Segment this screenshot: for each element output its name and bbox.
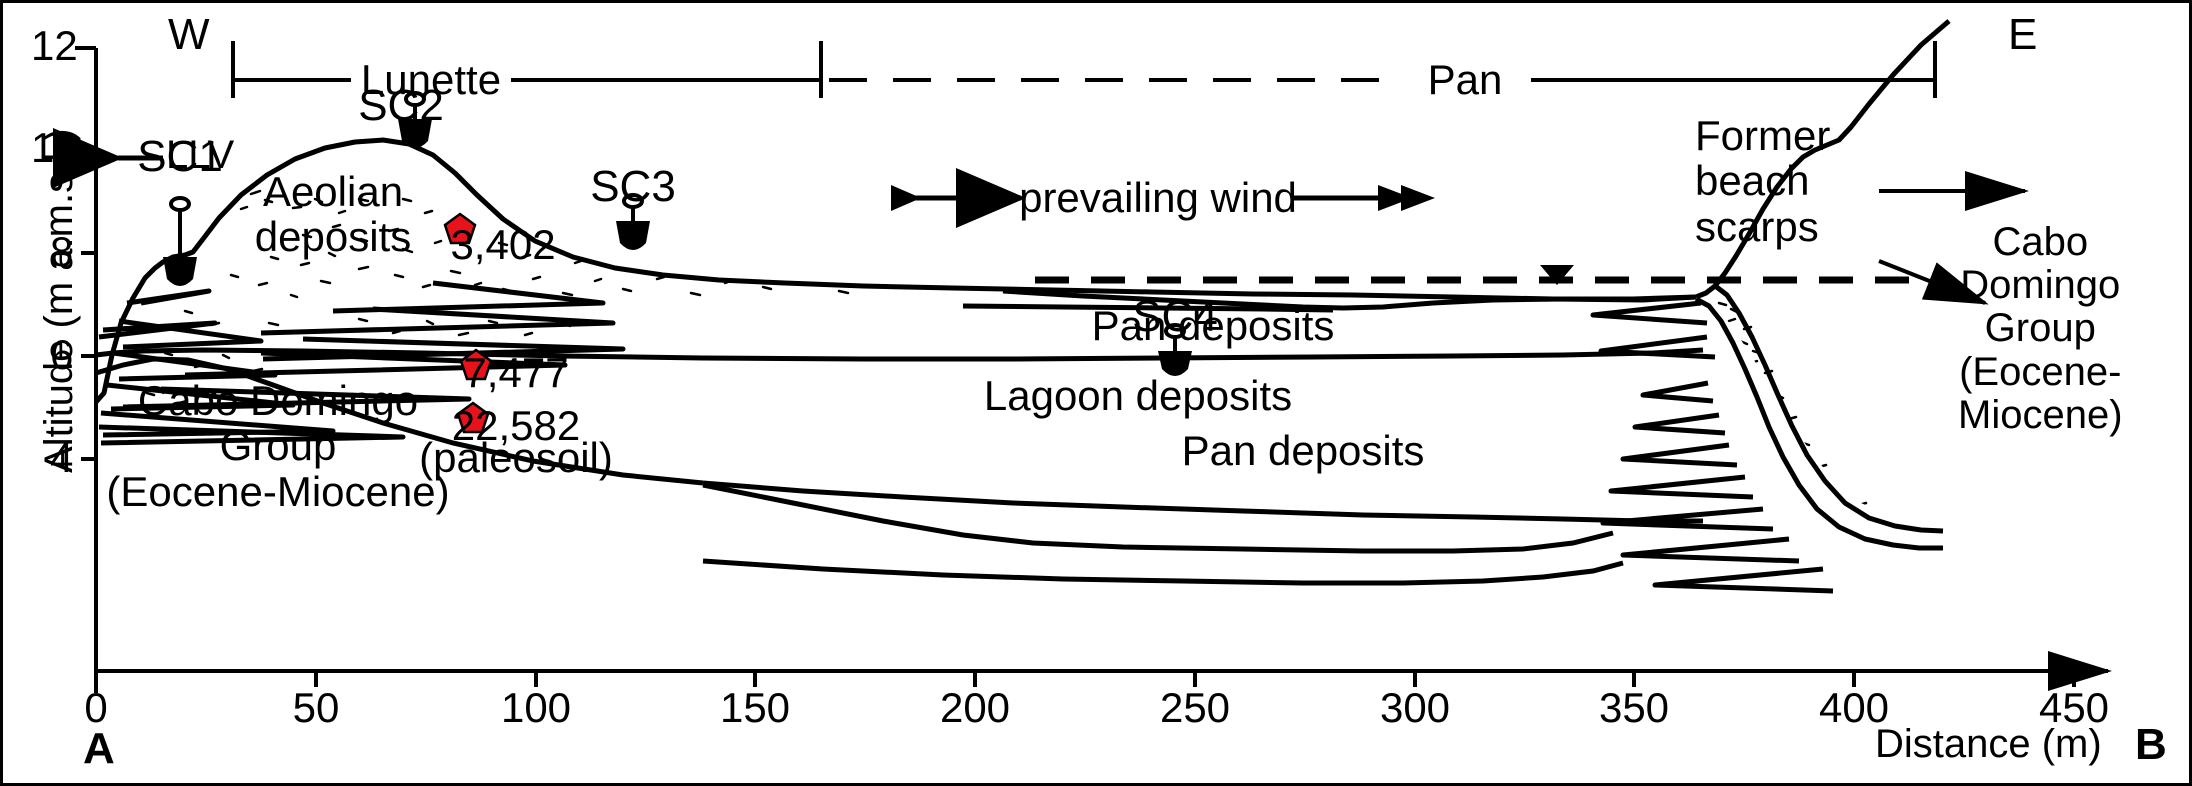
x-tick-150: 150 [719,684,791,731]
x-tick-250: 250 [1159,684,1231,731]
topographic-surface [94,137,1697,404]
x-tick-100: 100 [500,684,572,731]
core-symbol-sc4 [1158,323,1192,376]
date-marker-22582 [456,401,490,434]
date-label-22582: 22,582 [451,402,581,449]
water-table-line [1035,265,1923,285]
core-symbol-sc2 [398,91,432,148]
compass-west: W [168,10,210,59]
core-label-sc3: SC3 [590,162,676,211]
unit-label-pan-deposits-lower: Pan deposits [1181,427,1425,474]
date-note-22582: (paleosoil) [419,434,613,481]
zone-bracket [231,41,1937,98]
core-symbol-sc3 [616,193,650,250]
x-tick-400: 400 [1818,684,1890,731]
x-axis [94,651,2112,693]
unit-label-lagoon-deposits: Lagoon deposits [983,372,1293,419]
cross-section-drawing [52,19,2112,693]
date-markers [443,212,493,434]
zone-label-pan: Pan [1427,56,1503,103]
y-tick-4: 4 [50,434,74,481]
y-tick-6: 6 [50,331,74,378]
x-axis-title: Distance (m) [1875,722,2102,766]
y-tick-12: 12 [31,22,78,69]
core-symbol-sc1 [163,196,197,286]
aeolian-lamination-wedges [98,280,626,446]
water-table-triangle [1540,265,1574,285]
date-label-3402: 3,402 [450,221,556,268]
right-cliff-profile [1694,19,1951,551]
beach-scarp-leaders [1878,171,2029,305]
y-tick-8: 8 [50,228,74,275]
unit-label-bedrock-right: Cabo Domingo Group (Eocene- Miocene) [1958,220,2123,437]
bedrock-left-surface [95,347,1704,486]
compass-east: E [2008,10,2038,59]
core-symbols [163,91,1192,376]
unit-label-pan-deposits-upper: Pan deposits [1091,302,1335,349]
x-tick-200: 200 [939,684,1011,731]
unit-contacts [702,480,1703,586]
date-label-7477: 7,477 [463,349,569,396]
beach-scarp-wedges [1590,300,1834,594]
x-tick-0: 0 [84,684,108,731]
core-label-sc4: SC4 [1132,292,1218,341]
core-label-sc2: SC2 [358,81,444,130]
x-tick-300: 300 [1379,684,1451,731]
prevailing-wind-label: prevailing wind [1019,174,1297,221]
unit-label-bedrock-left: Cabo Domingo Group (Eocene-Miocene) [106,377,450,515]
x-tick-450: 450 [2038,684,2110,731]
annotation-former-beach-scarps: Former beach scarps [1695,112,1831,250]
unit-label-aeolian-deposits: Aeolian deposits [254,168,412,261]
date-marker-3402 [443,212,477,245]
date-marker-7477 [459,348,493,381]
x-tick-350: 350 [1598,684,1670,731]
section-label-b: B [2135,720,2167,769]
llv-label: LLV [166,133,235,177]
zone-label-lunette: Lunette [360,56,502,103]
y-axis-title: Altitude (m a.m.s.l.) [37,128,81,473]
core-label-sc1: SC1 [137,132,223,181]
x-tick-50: 50 [292,684,340,731]
pan-floor-surface [962,288,1697,313]
section-label-a: A [83,724,115,773]
y-tick-10: 10 [31,124,78,171]
prevailing-wind-arrows [891,168,1435,228]
